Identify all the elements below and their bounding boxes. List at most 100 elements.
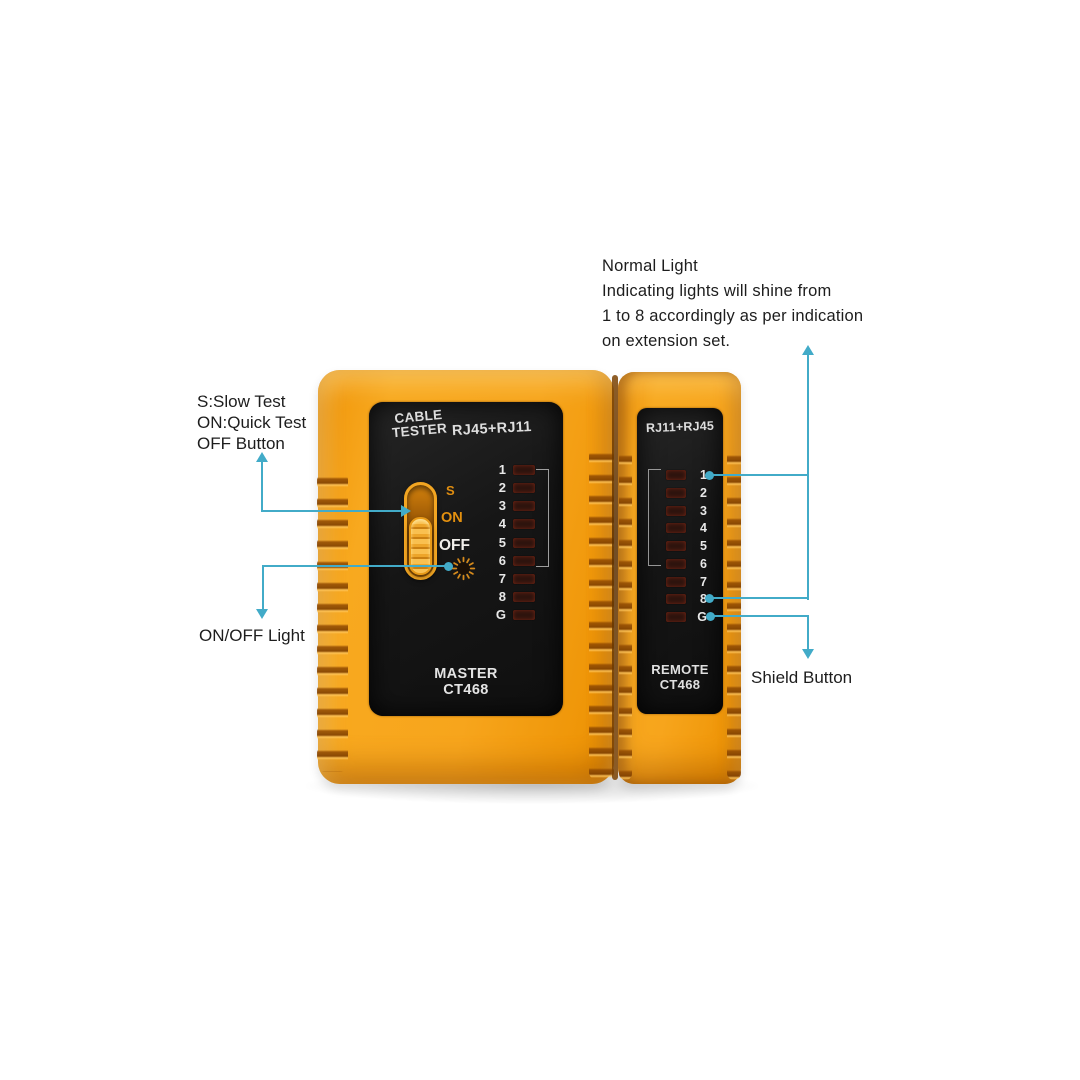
grip-ribs [619, 450, 632, 780]
pin-row: 7 [666, 575, 707, 589]
callout-line [262, 566, 264, 610]
onoff-light-icon [451, 556, 476, 581]
connector-dot [706, 612, 715, 621]
led-indicator [513, 465, 535, 475]
pin-label: 7 [498, 571, 506, 586]
pin-row: 7 [487, 572, 535, 586]
pin-label: 5 [498, 535, 506, 550]
normal-light-note: Normal Light Indicating lights will shin… [602, 254, 863, 354]
model-line: CT468 [443, 681, 489, 698]
callout-line [807, 616, 809, 650]
arrow-up-icon [256, 452, 268, 462]
pin-label: G [697, 610, 707, 624]
led-indicator [513, 574, 535, 584]
remote-jack-type-label: RJ11+RJ45 [645, 418, 715, 436]
arrow-down-icon [802, 649, 814, 659]
model-line: REMOTE [651, 662, 709, 677]
normal-light-line: 1 to 8 accordingly as per indication [602, 307, 864, 325]
led-indicator [666, 488, 686, 498]
mode-switch-note-line: OFF Button [197, 434, 285, 453]
callout-line [807, 354, 809, 600]
connector-dot [705, 471, 714, 480]
led-indicator [666, 559, 686, 569]
grip-ribs [589, 448, 614, 780]
pin-row: 3 [487, 499, 535, 513]
pin-row: 2 [666, 486, 707, 500]
callout-line [711, 474, 808, 476]
pin-label: 4 [498, 516, 506, 531]
led-indicator [513, 556, 535, 566]
callout-line [712, 615, 809, 617]
model-line: CT468 [659, 676, 701, 692]
led-indicator [666, 577, 686, 587]
pin-label: 1 [498, 462, 506, 477]
remote-model-label: REMOTE CT468 [637, 662, 723, 692]
pin-row: 2 [487, 481, 535, 495]
pin-label: 8 [700, 592, 707, 606]
pin-row: 3 [666, 504, 707, 518]
led-indicator [666, 612, 686, 622]
pin-row: 5 [487, 536, 535, 550]
shield-button-note: Shield Button [751, 668, 853, 687]
callout-line [711, 597, 808, 599]
mode-switch-note: S:Slow Test ON:Quick Test OFF Button [197, 391, 306, 454]
callout-line [261, 461, 263, 512]
normal-light-line: Indicating lights will shine from [602, 282, 832, 300]
led-indicator [666, 594, 686, 604]
led-indicator [666, 541, 686, 551]
pin-row: 6 [666, 557, 707, 571]
pin-label: 8 [498, 589, 506, 604]
connector-dot [444, 562, 453, 571]
connector-dot [705, 594, 714, 603]
pin-label: 2 [498, 480, 506, 495]
led-indicator [513, 501, 535, 511]
callout-line [262, 565, 445, 567]
pin-row: 4 [487, 517, 535, 531]
pin-row: 1 [666, 468, 707, 482]
led-indicator [666, 523, 686, 533]
led-indicator [513, 483, 535, 493]
pin-label: 4 [700, 521, 707, 535]
master-model-label: MASTER CT468 [369, 666, 563, 698]
pin-label: 3 [700, 504, 707, 518]
normal-light-title: Normal Light [602, 257, 698, 275]
pin-row: 8 [487, 590, 535, 604]
onoff-light-note: ON/OFF Light [199, 626, 305, 645]
led-indicator [666, 470, 686, 480]
pin-row: G [487, 608, 535, 622]
normal-light-line: on extension set. [602, 332, 731, 350]
led-indicator [513, 538, 535, 548]
mode-switch-note-line: S:Slow Test [197, 392, 286, 411]
arrow-right-icon [401, 505, 411, 517]
switch-position-off-label: OFF [439, 537, 470, 554]
arrow-down-icon [256, 609, 268, 619]
brand-label: CABLE TESTER [390, 407, 448, 441]
mode-switch-note-line: ON:Quick Test [197, 413, 307, 432]
pin-group-bracket [648, 469, 661, 566]
pin-label: 7 [700, 575, 707, 589]
pin-row: 8 [666, 592, 707, 606]
switch-position-on-label: ON [441, 510, 463, 526]
pin-row: 6 [487, 554, 535, 568]
pin-label: 6 [700, 557, 707, 571]
led-indicator [666, 506, 686, 516]
pin-label: 1 [700, 468, 707, 482]
mode-switch [404, 482, 437, 580]
grip-ribs [317, 472, 348, 772]
pin-row: 1 [487, 463, 535, 477]
arrow-up-icon [802, 345, 814, 355]
pin-label: 5 [700, 539, 707, 553]
pin-row: G [666, 610, 707, 624]
pin-label: G [495, 607, 506, 622]
led-indicator [513, 592, 535, 602]
pin-label: 6 [498, 553, 506, 568]
led-indicator [513, 610, 535, 620]
pin-label: 2 [700, 486, 707, 500]
switch-position-s-label: S [446, 483, 455, 498]
mode-switch-knob [409, 517, 432, 575]
device-gap-shadow [612, 375, 618, 780]
model-line: MASTER [434, 666, 498, 682]
callout-line [261, 510, 403, 512]
pin-row: 4 [666, 521, 707, 535]
